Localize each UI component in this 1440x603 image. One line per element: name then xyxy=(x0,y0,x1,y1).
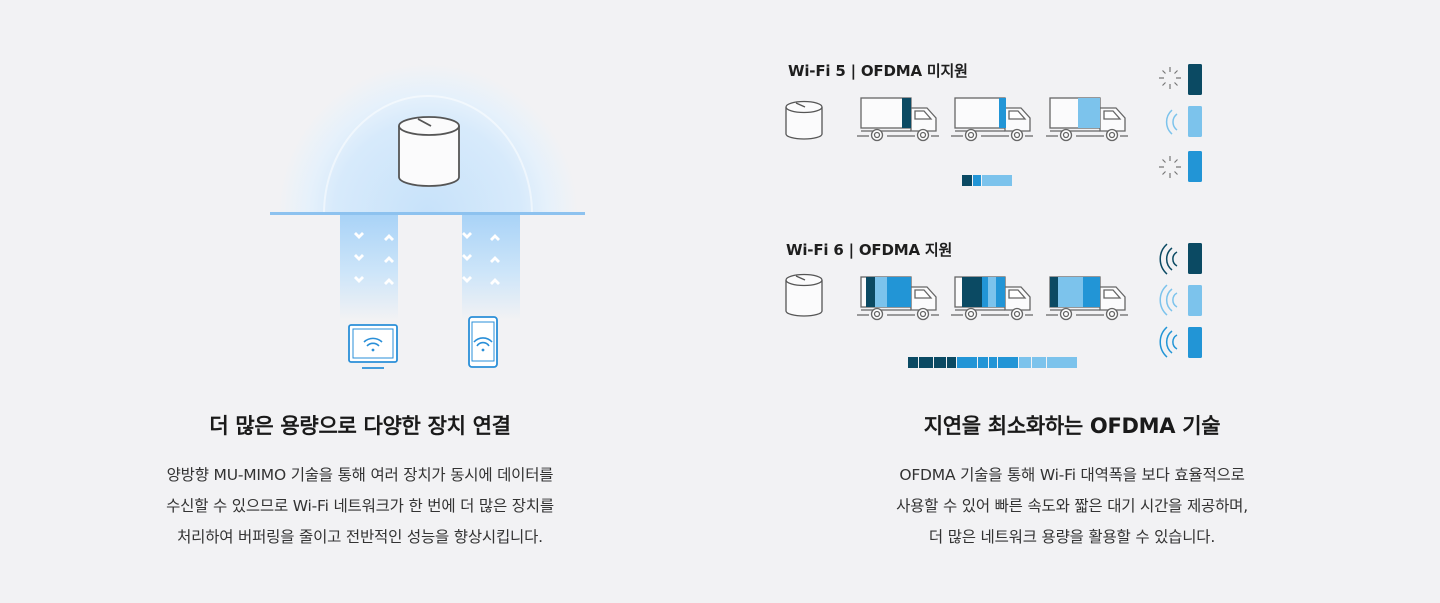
description-line: 양방향 MU-MIMO 기술을 통해 여러 장치가 동시에 데이터를 xyxy=(166,466,554,484)
up-down-arrows xyxy=(354,232,500,285)
truck-icon xyxy=(856,97,940,142)
description-line: OFDMA 기술을 통해 Wi-Fi 대역폭을 보다 효율적으로 xyxy=(899,466,1245,484)
bandwidth-bar-wifi5 xyxy=(962,175,1012,186)
wifi6-label: Wi-Fi 6 | OFDMA 지원 xyxy=(786,241,953,259)
beam-right xyxy=(462,215,520,320)
wifi-waves-icon xyxy=(1159,243,1178,275)
device-icon xyxy=(1188,285,1202,316)
ofdma-panel: Wi-Fi 5 | OFDMA 미지원 Wi-Fi 6 | OFDMA 지원 xyxy=(720,0,1440,603)
router-icon-wifi5 xyxy=(785,100,823,140)
mu-mimo-title: 더 많은 용량으로 다양한 장치 연결 xyxy=(209,414,511,438)
wifi5-label: Wi-Fi 5 | OFDMA 미지원 xyxy=(788,62,968,80)
loading-spinner-icon xyxy=(1159,156,1181,178)
device-icon xyxy=(1188,243,1202,274)
device-icon xyxy=(1188,106,1202,137)
wifi-waves-icon xyxy=(1159,284,1178,316)
router-icon-wifi6 xyxy=(785,273,823,317)
bandwidth-bar-wifi6 xyxy=(908,357,1077,368)
mu-mimo-description: 양방향 MU-MIMO 기술을 통해 여러 장치가 동시에 데이터를 수신할 수… xyxy=(0,460,720,553)
truck-icon xyxy=(856,276,940,321)
monitor-icon xyxy=(348,324,398,369)
truck-icon xyxy=(950,276,1034,321)
description-line: 더 많은 네트워크 용량을 활용할 수 있습니다. xyxy=(928,528,1216,546)
description-line: 처리하여 버퍼링을 줄이고 전반적인 성능을 향상시킵니다. xyxy=(177,528,543,546)
truck-icon xyxy=(950,97,1034,142)
truck-icon xyxy=(1045,276,1129,321)
device-icon xyxy=(1188,327,1202,358)
ofdma-title: 지연을 최소화하는 OFDMA 기술 xyxy=(923,414,1221,438)
device-icon xyxy=(1188,151,1202,182)
mu-mimo-illustration xyxy=(270,46,585,369)
ofdma-illustration xyxy=(785,64,1202,368)
router-icon xyxy=(398,116,460,187)
wifi-waves-icon xyxy=(1165,109,1178,135)
loading-spinner-icon xyxy=(1159,67,1181,89)
phone-icon xyxy=(468,316,498,368)
beam-left xyxy=(340,215,398,320)
description-line: 사용할 수 있어 빠른 속도와 짧은 대기 시간을 제공하며, xyxy=(896,497,1248,515)
horizon-line xyxy=(270,212,585,215)
device-icon xyxy=(1188,64,1202,95)
mu-mimo-panel: 더 많은 용량으로 다양한 장치 연결 양방향 MU-MIMO 기술을 통해 여… xyxy=(0,46,720,553)
description-line: 수신할 수 있으므로 Wi-Fi 네트워크가 한 번에 더 많은 장치를 xyxy=(166,497,554,515)
wifi-waves-icon xyxy=(1159,326,1178,358)
ofdma-description: OFDMA 기술을 통해 Wi-Fi 대역폭을 보다 효율적으로 사용할 수 있… xyxy=(712,460,1432,553)
truck-icon xyxy=(1045,97,1129,142)
